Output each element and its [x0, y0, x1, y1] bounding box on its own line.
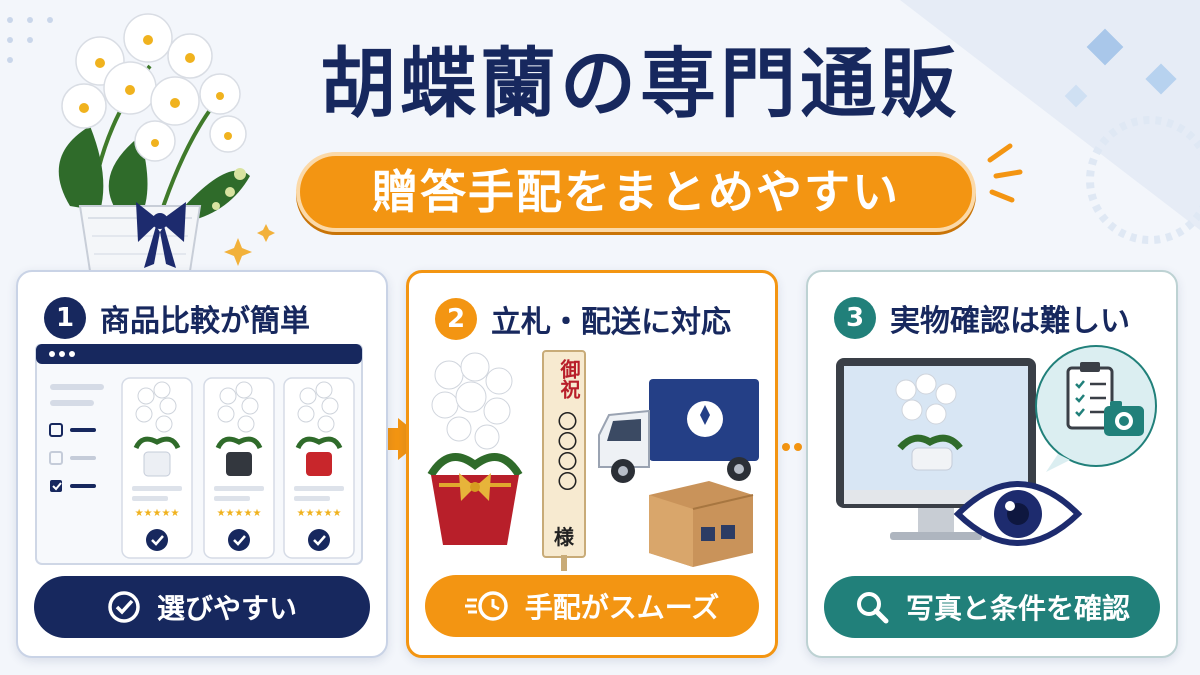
- product-comparison-illustration: ★★★★★ ★★★★★ ★★★★★: [35, 344, 363, 565]
- timer-speed-icon: [464, 591, 508, 621]
- orchid-hero-illustration: [58, 13, 250, 272]
- product-tile-black-pot: ★★★★★: [203, 377, 275, 559]
- gift-orchid-pot: [427, 352, 523, 545]
- nameplate-tag: [542, 350, 586, 571]
- svg-text:★★★★★: ★★★★★: [217, 508, 262, 519]
- step-3-header: 3 実物確認は難しい: [834, 296, 1130, 340]
- cardboard-box: [649, 481, 754, 567]
- step-card-3: 3 実物確認は難しい 写真と条件を確認: [806, 270, 1178, 658]
- choose-easily-button[interactable]: 選びやすい: [34, 576, 370, 638]
- product-tile-red-pot: ★★★★★: [283, 377, 355, 559]
- svg-text:★★★★★: ★★★★★: [135, 508, 180, 519]
- nameplate-name-placeholder: 〇〇〇〇: [554, 411, 578, 491]
- button-label: 選びやすい: [156, 592, 297, 625]
- magnifier-icon: [856, 592, 889, 624]
- delivery-illustration: 御祝 〇〇〇〇 様: [409, 345, 775, 575]
- step-1-header: 1 商品比較が簡単: [44, 296, 310, 340]
- nameplate-top-text: 御祝: [557, 359, 581, 399]
- clipboard-camera-bubble: [1035, 345, 1157, 472]
- monitor-inspection-illustration: [836, 345, 1157, 546]
- button-label: 写真と条件を確認: [905, 592, 1130, 625]
- eye-icon: [953, 481, 1083, 546]
- smooth-arrangement-button[interactable]: 手配がスムーズ: [425, 575, 759, 637]
- nameplate-bottom-text: 様: [554, 525, 574, 549]
- button-label: 手配がスムーズ: [524, 591, 720, 624]
- delivery-truck: [598, 379, 759, 483]
- subtitle-pill: 贈答手配をまとめやすい: [296, 152, 976, 232]
- svg-text:★★★★★: ★★★★★: [297, 508, 342, 519]
- check-circle-icon: [108, 591, 140, 623]
- page-title: 胡蝶蘭の専門通販: [320, 39, 960, 128]
- step-number-badge: 3: [834, 297, 876, 339]
- step-2-header: 2 立札・配送に対応: [435, 297, 731, 341]
- check-photos-conditions-button[interactable]: 写真と条件を確認: [824, 576, 1160, 638]
- step-card-2: 2 立札・配送に対応: [406, 270, 778, 658]
- step-heading: 立札・配送に対応: [491, 305, 731, 340]
- step-number-badge: 2: [435, 298, 477, 340]
- step-heading: 実物確認は難しい: [890, 304, 1130, 339]
- step-card-1: 1 商品比較が簡単 ★★★★★ ★★★★★: [16, 270, 388, 658]
- step-heading: 商品比較が簡単: [100, 304, 310, 339]
- step-number-badge: 1: [44, 297, 86, 339]
- product-tile-white-pot: ★★★★★: [121, 377, 193, 559]
